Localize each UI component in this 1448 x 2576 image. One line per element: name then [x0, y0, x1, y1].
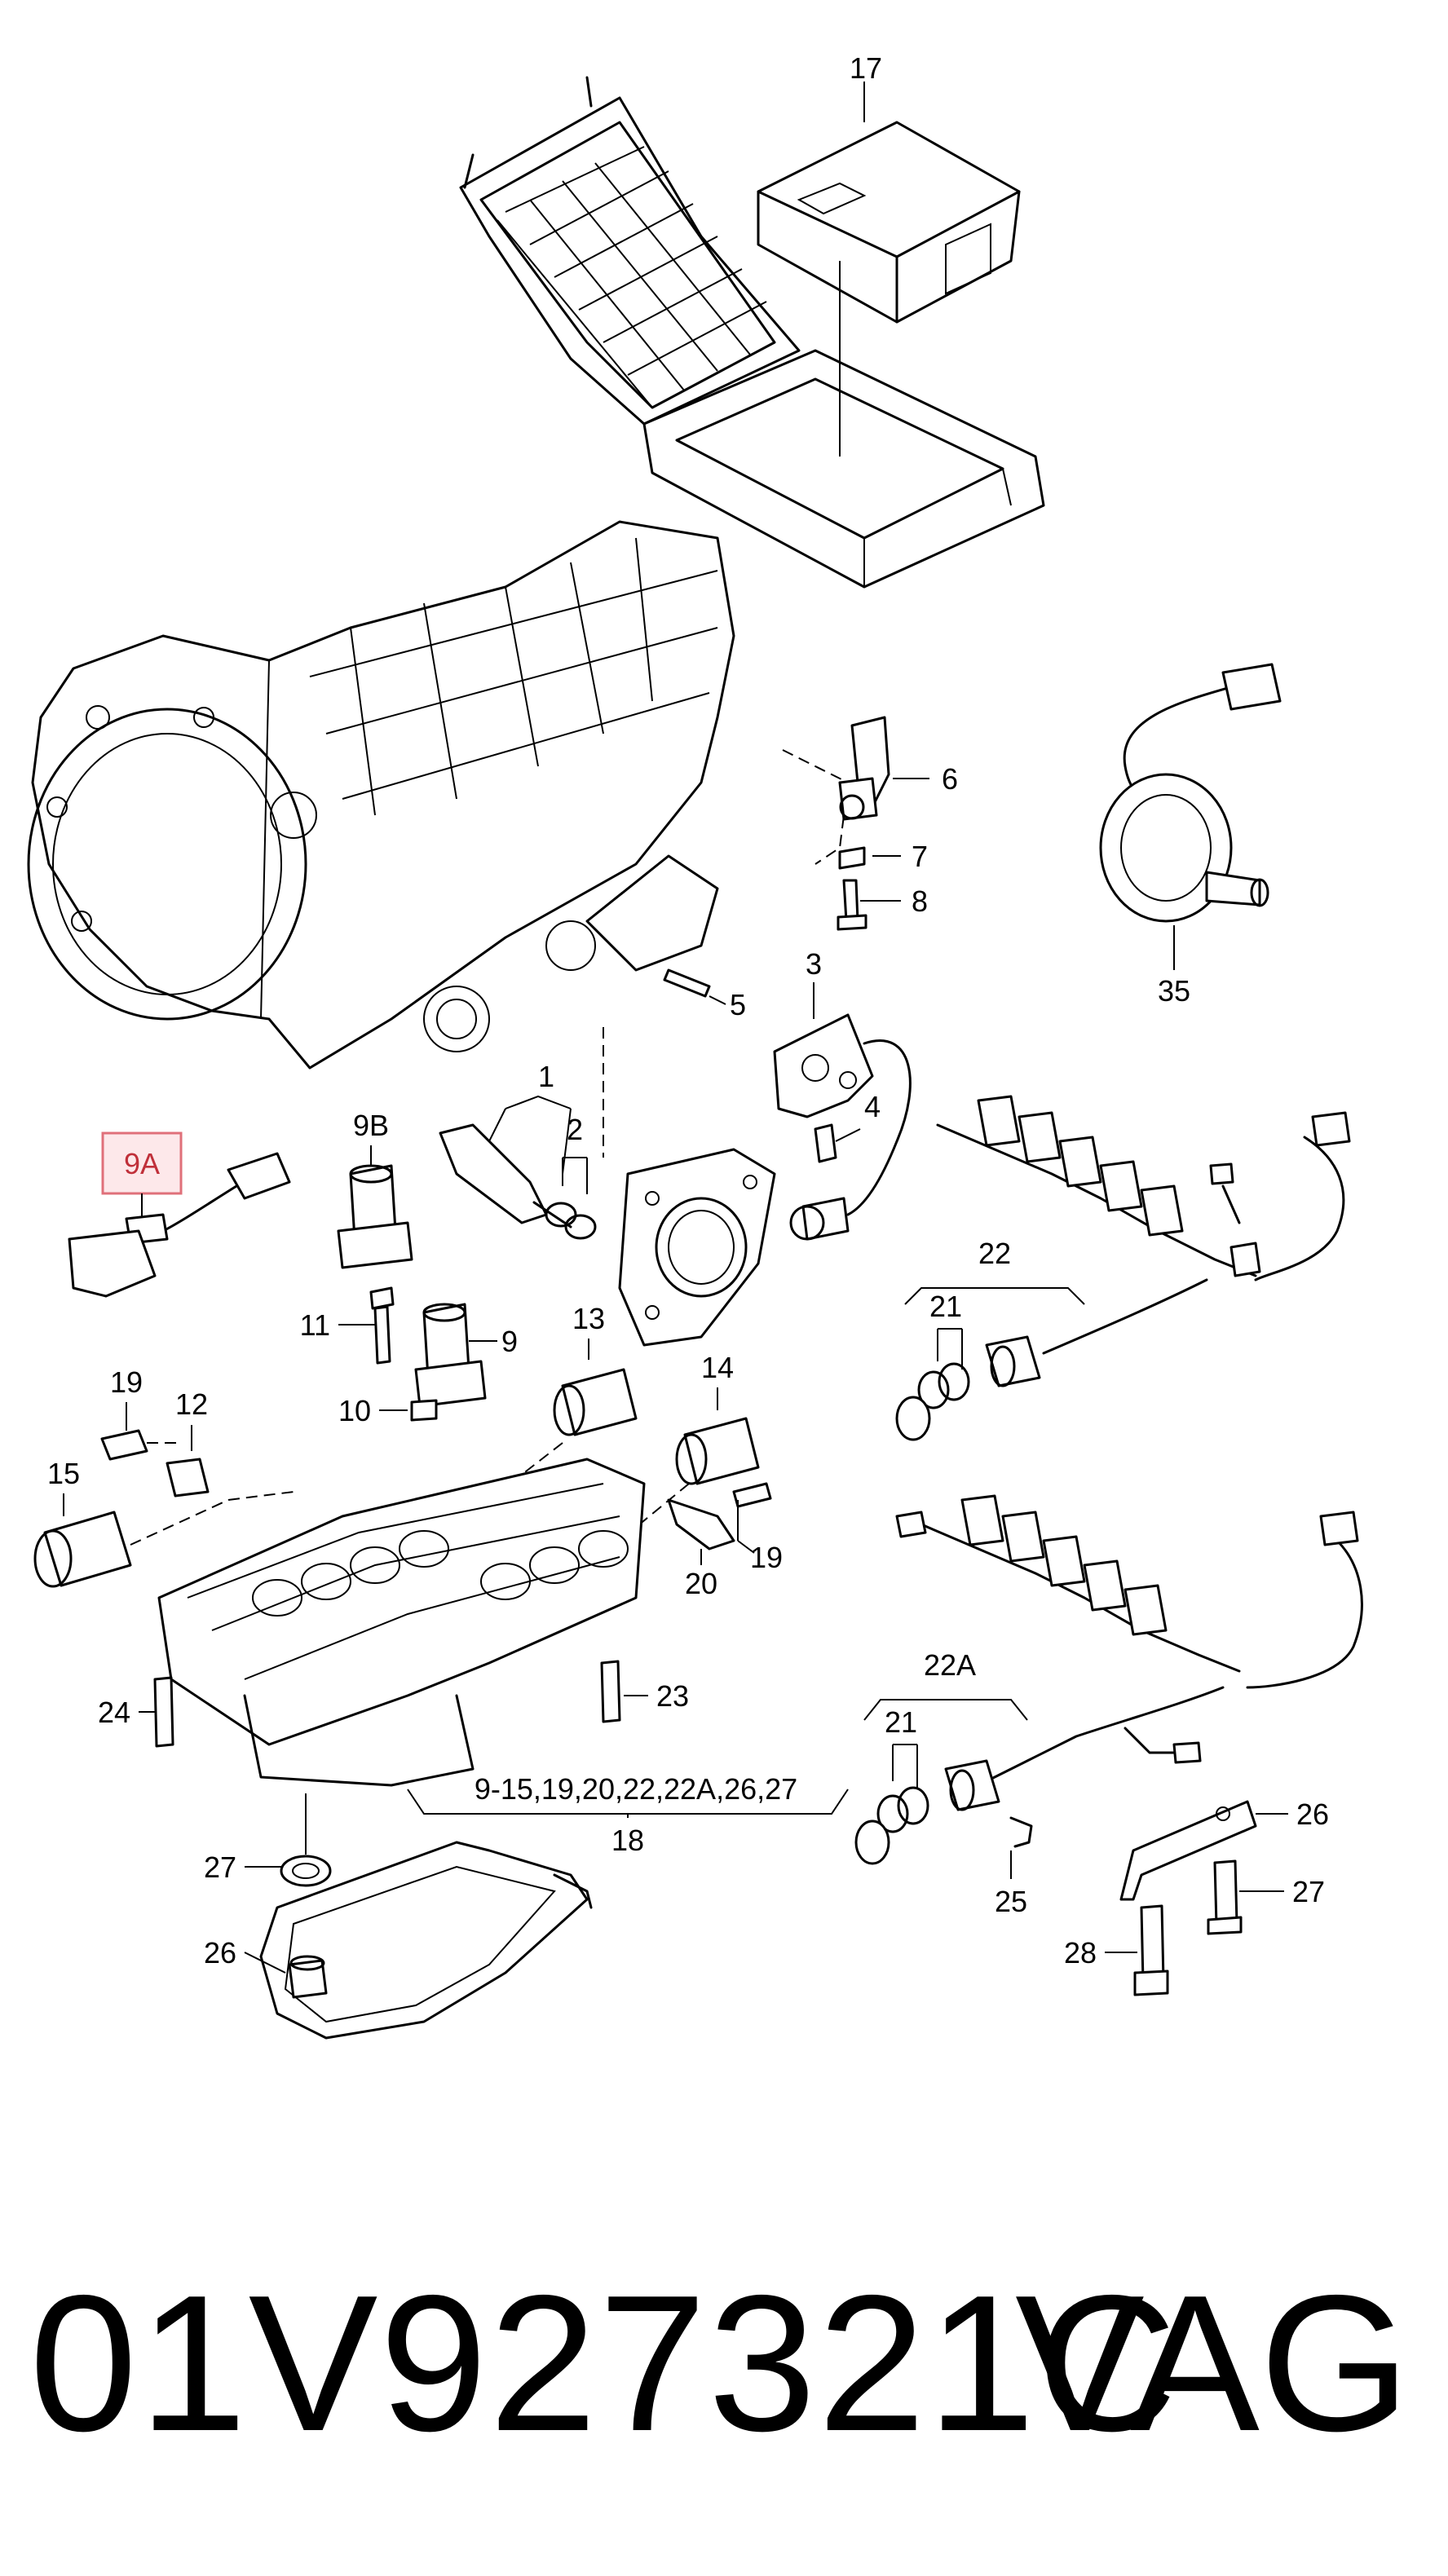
label-21-lower: 21 — [885, 1705, 917, 1739]
valve-body: 24 23 — [98, 1458, 689, 1787]
label-9: 9 — [501, 1325, 518, 1358]
parts-9-9B-10-11: 9B 11 9 10 — [300, 1109, 518, 1427]
label-22: 22 — [978, 1237, 1011, 1270]
label-18: 18 — [611, 1824, 644, 1857]
label-10: 10 — [338, 1394, 371, 1427]
brand-name: VAG — [1015, 2256, 1410, 2472]
label-1: 1 — [538, 1060, 554, 1093]
label-15: 15 — [47, 1457, 80, 1490]
label-17: 17 — [850, 51, 882, 85]
label-13: 13 — [572, 1302, 605, 1335]
part-9A-highlighted: 9A — [68, 1131, 291, 1298]
parts-12-15-19-left: 19 12 15 — [33, 1365, 294, 1588]
label-20: 20 — [685, 1567, 717, 1600]
oil-pan: 27 26 — [204, 1793, 593, 2040]
label-21-upper: 21 — [929, 1290, 962, 1323]
parts-19-20-right: 19 20 — [667, 1482, 783, 1600]
label-11: 11 — [300, 1308, 330, 1342]
label-14: 14 — [701, 1351, 734, 1384]
pump-flange — [618, 1148, 776, 1347]
label-9A: 9A — [124, 1147, 160, 1180]
label-27-right: 27 — [1292, 1875, 1325, 1908]
label-6: 6 — [942, 762, 958, 796]
part-number: 01V927321C — [29, 2256, 1179, 2472]
label-35: 35 — [1158, 974, 1190, 1008]
wiring-harness-22: 22 21 — [895, 1095, 1351, 1441]
parts-1-2: 1 2 — [439, 1060, 597, 1240]
control-unit-housing: 17 — [459, 51, 1045, 589]
label-7: 7 — [912, 840, 928, 873]
part-35: 35 — [1099, 663, 1282, 1008]
transmission-housing — [27, 520, 735, 1158]
label-4: 4 — [864, 1090, 881, 1123]
label-5: 5 — [730, 988, 746, 1021]
label-22A: 22A — [924, 1648, 976, 1682]
label-25: 25 — [995, 1885, 1027, 1918]
label-28: 28 — [1064, 1936, 1097, 1969]
label-23: 23 — [656, 1679, 689, 1713]
label-9B: 9B — [353, 1109, 389, 1142]
label-26-right: 26 — [1296, 1797, 1329, 1831]
label-19-right: 19 — [750, 1541, 783, 1574]
label-27-left: 27 — [204, 1850, 236, 1884]
label-8: 8 — [912, 884, 928, 918]
label-26-left: 26 — [204, 1936, 236, 1969]
exploded-parts-diagram: 17 6 7 8 5 3 — [27, 51, 1363, 2040]
label-12: 12 — [175, 1387, 208, 1421]
label-kit: 9-15,19,20,22,22A,26,27 — [475, 1772, 797, 1806]
highlight-box-9A — [101, 1131, 183, 1195]
footer: 01V927321C VAG — [0, 2250, 1448, 2478]
wiring-harness-22A: 22A 21 25 — [854, 1494, 1363, 1918]
bracket-26-27-28: 26 27 28 — [1064, 1797, 1329, 1996]
parts-6-7-8: 6 7 8 5 — [663, 716, 958, 1021]
solenoids-13-14: 13 14 — [488, 1302, 760, 1542]
label-2: 2 — [567, 1113, 583, 1146]
label-3: 3 — [806, 947, 822, 981]
speed-sensor-3: 3 4 — [773, 947, 912, 1241]
label-19-left: 19 — [110, 1365, 143, 1399]
label-24: 24 — [98, 1696, 130, 1729]
kit-bracket-18: 9-15,19,20,22,22A,26,27 18 — [407, 1772, 849, 1857]
